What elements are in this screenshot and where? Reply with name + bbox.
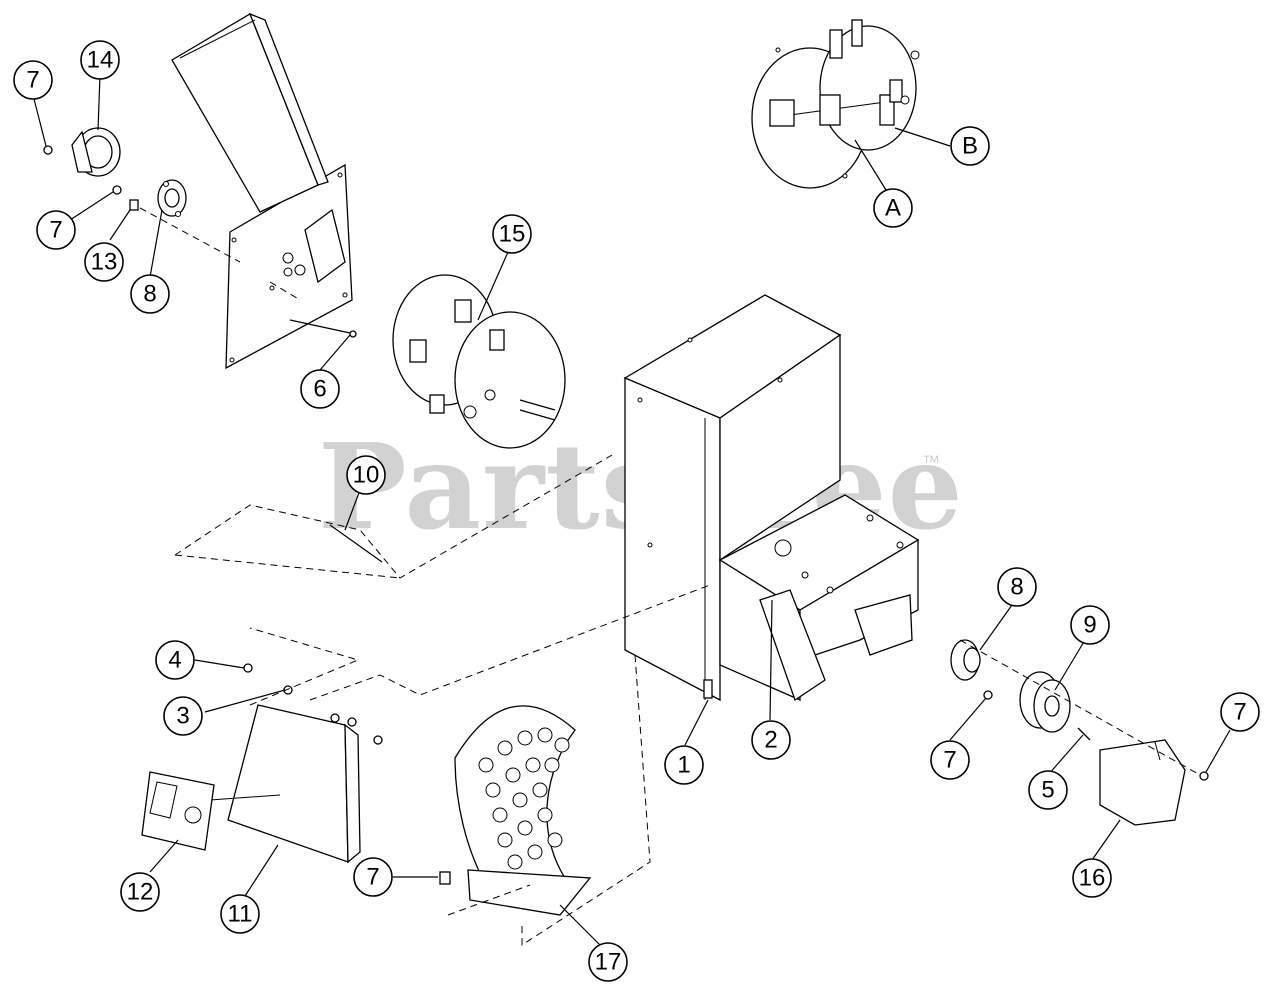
bearing-flange-8-left	[157, 179, 187, 217]
screen-17	[454, 705, 592, 916]
svg-text:11: 11	[228, 901, 253, 928]
callout-6: 6	[300, 369, 340, 409]
callout-7-far-right: 7	[1220, 692, 1260, 732]
svg-text:17: 17	[595, 949, 622, 976]
svg-text:7: 7	[49, 217, 62, 244]
callout-7-right: 7	[930, 740, 970, 780]
callout-b: B	[950, 126, 990, 166]
svg-text:7: 7	[366, 864, 379, 891]
svg-text:7: 7	[1233, 699, 1246, 726]
callout-15: 15	[492, 214, 532, 254]
bearing-housing-14	[71, 127, 121, 177]
callout-12: 12	[120, 872, 160, 912]
callout-8-right: 8	[997, 567, 1037, 607]
belt-guard-16	[1099, 739, 1186, 826]
svg-text:6: 6	[313, 376, 326, 403]
callout-16: 16	[1072, 858, 1112, 898]
svg-text:14: 14	[87, 47, 114, 74]
callout-1: 1	[664, 745, 704, 785]
nut-4	[243, 663, 253, 673]
rod-10	[329, 524, 383, 563]
svg-text:3: 3	[176, 703, 189, 730]
callout-8-left: 8	[130, 274, 170, 314]
svg-text:8: 8	[143, 281, 156, 308]
rotor-assembly-15	[392, 274, 566, 449]
frame-bracket-2	[718, 494, 920, 702]
svg-text:15: 15	[499, 221, 526, 248]
callout-14: 14	[80, 40, 120, 80]
svg-text:10: 10	[353, 462, 380, 489]
callout-9: 9	[1070, 605, 1110, 645]
callout-4: 4	[155, 640, 195, 680]
svg-text:13: 13	[91, 249, 118, 276]
callout-5: 5	[1028, 770, 1068, 810]
shredder-housing	[623, 294, 842, 702]
svg-text:7: 7	[26, 67, 39, 94]
leader-lines	[32, 74, 1231, 946]
key-5	[1077, 727, 1091, 741]
hex-nut-7b	[112, 185, 122, 195]
callout-7-bottom: 7	[353, 857, 393, 897]
svg-text:16: 16	[1079, 865, 1106, 892]
svg-text:A: A	[885, 195, 901, 222]
trademark-symbol: ™	[922, 452, 940, 472]
spacer-13	[129, 199, 139, 211]
hex-nut-7d	[1199, 771, 1209, 781]
callout-7-top-left: 7	[13, 60, 53, 100]
callout-10: 10	[346, 455, 386, 495]
bearing-flange-8-right	[950, 639, 981, 681]
svg-text:4: 4	[168, 647, 181, 674]
svg-text:9: 9	[1083, 612, 1096, 639]
callout-11: 11	[220, 894, 260, 934]
bolt-1	[703, 679, 713, 699]
discharge-chute-plate	[171, 12, 353, 370]
svg-text:1: 1	[677, 752, 690, 779]
cover-11	[209, 704, 361, 864]
hex-nut-7a	[43, 145, 53, 155]
svg-text:8: 8	[1010, 574, 1023, 601]
svg-text:2: 2	[764, 727, 777, 754]
svg-text:5: 5	[1041, 777, 1054, 804]
callout-2: 2	[751, 720, 791, 760]
callout-7-left: 7	[36, 210, 76, 250]
svg-text:12: 12	[127, 879, 154, 906]
callout-17: 17	[588, 942, 628, 982]
hex-nut-7e	[439, 871, 451, 885]
hex-nut-7c	[983, 690, 993, 700]
svg-text:B: B	[962, 133, 978, 160]
decal-12	[141, 771, 215, 851]
pulley-9	[1019, 671, 1071, 733]
callout-13: 13	[84, 242, 124, 282]
callout-a: A	[873, 188, 913, 228]
bolt-6	[289, 319, 351, 334]
svg-text:7: 7	[943, 747, 956, 774]
rotor-assembly-ab	[751, 19, 920, 189]
callout-3: 3	[163, 696, 203, 736]
